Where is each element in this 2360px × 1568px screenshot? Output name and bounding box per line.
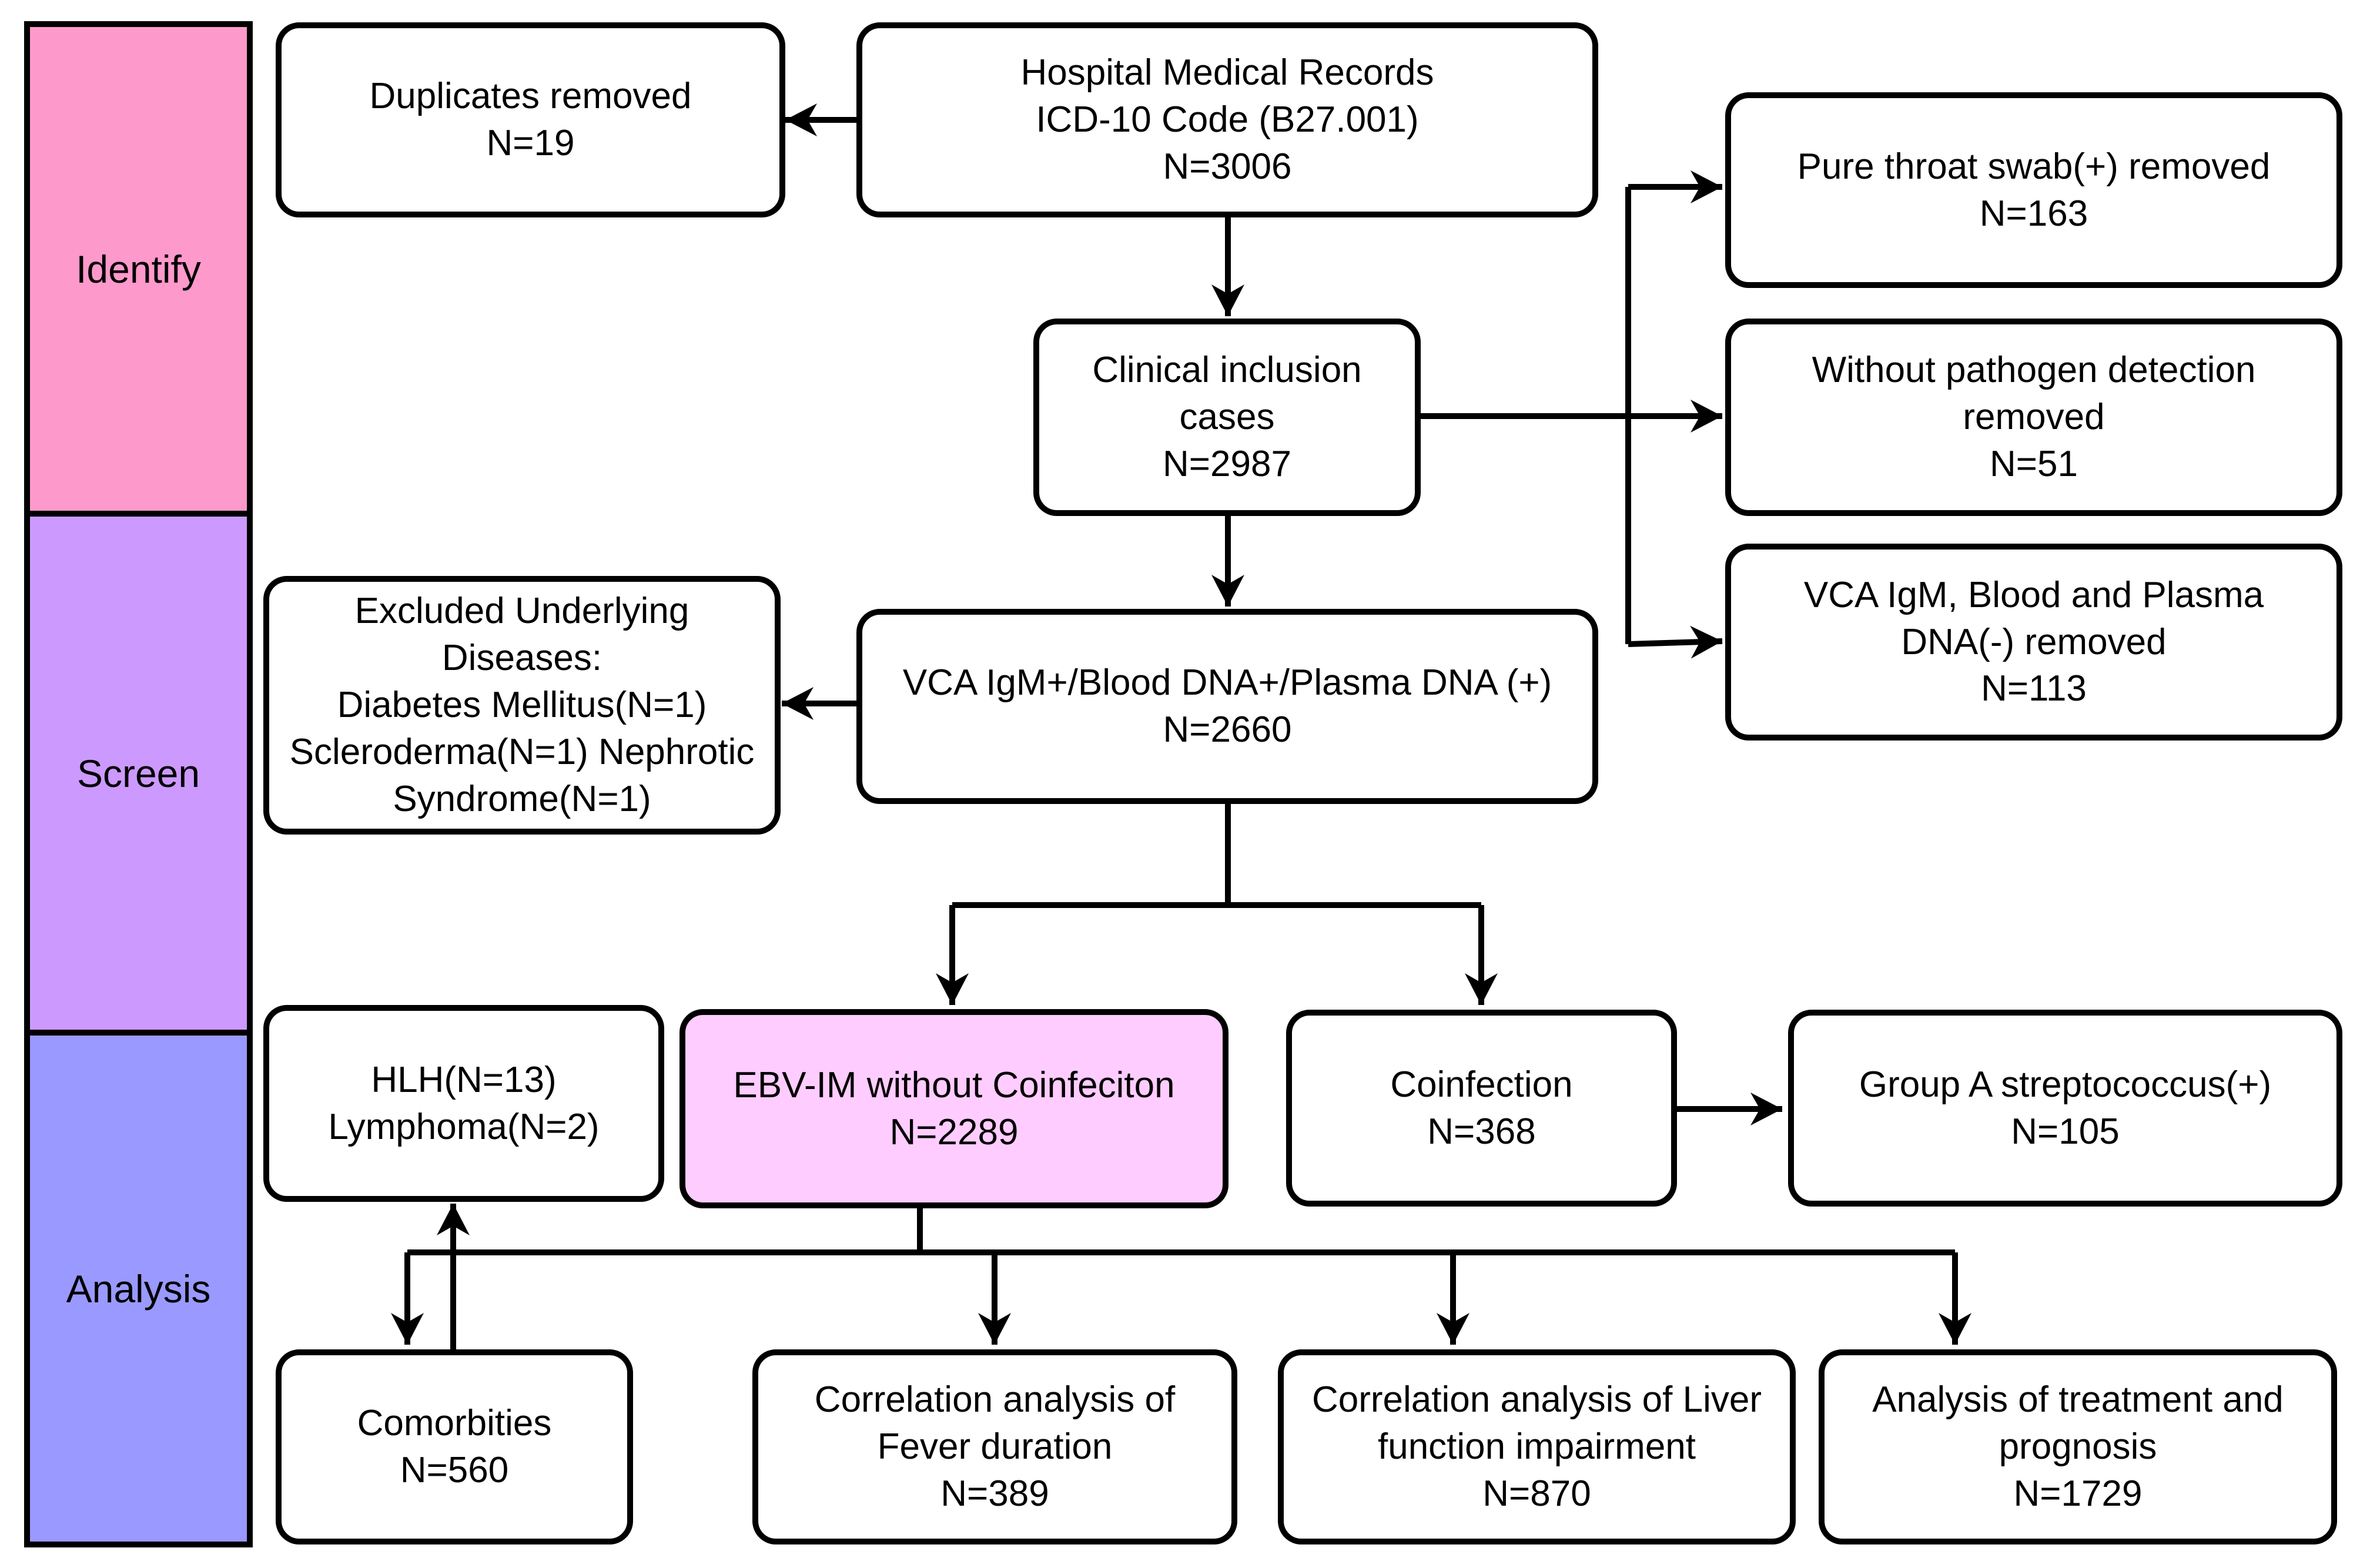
pathogen-line-3: N=51 bbox=[1990, 443, 2078, 484]
hlh-line-1: HLH(N=13) bbox=[371, 1059, 557, 1100]
records-line-2: ICD-10 Code (B27.001) bbox=[1036, 99, 1419, 140]
vca-removed-line-1: VCA IgM, Blood and Plasma bbox=[1803, 574, 2264, 615]
pathogen-line-2: removed bbox=[1963, 397, 2105, 438]
box-vca-positive: VCA IgM+/Blood DNA+/Plasma DNA (+) N=2660 bbox=[856, 609, 1598, 804]
treatment-line-1: Analysis of treatment and bbox=[1872, 1379, 2284, 1420]
phase-analysis-label: Analysis bbox=[66, 1267, 211, 1311]
liver-line-1: Correlation analysis of Liver bbox=[1311, 1379, 1762, 1420]
phase-analysis: Analysis bbox=[24, 1030, 253, 1547]
box-hlh-lymphoma: HLH(N=13) Lymphoma(N=2) bbox=[263, 1005, 664, 1202]
comorbities-line-2: N=560 bbox=[400, 1450, 509, 1490]
box-liver-function: Correlation analysis of Liver function im… bbox=[1278, 1349, 1796, 1544]
liver-line-3: N=870 bbox=[1482, 1473, 1591, 1514]
vca-positive-line-1: VCA IgM+/Blood DNA+/Plasma DNA (+) bbox=[902, 662, 1552, 703]
duplicates-line-1: Duplicates removed bbox=[369, 76, 692, 117]
coinfection-line-2: N=368 bbox=[1427, 1111, 1536, 1152]
records-line-3: N=3006 bbox=[1163, 146, 1292, 187]
duplicates-line-2: N=19 bbox=[486, 123, 575, 163]
vca-removed-line-3: N=113 bbox=[1981, 668, 2087, 709]
liver-line-2: function impairment bbox=[1377, 1426, 1696, 1468]
comorbities-line-1: Comorbities bbox=[357, 1403, 552, 1444]
excluded-line-3: Diabetes Mellitus(N=1) bbox=[337, 685, 707, 726]
excluded-line-4: Scleroderma(N=1) Nephrotic bbox=[289, 731, 755, 772]
excluded-line-2: Diseases: bbox=[441, 638, 602, 679]
fever-line-2: Fever duration bbox=[877, 1426, 1113, 1468]
gas-line-1: Group A streptococcus(+) bbox=[1859, 1064, 2272, 1105]
phase-identify: Identify bbox=[24, 21, 253, 517]
excluded-line-5: Syndrome(N=1) bbox=[393, 778, 651, 819]
fever-line-1: Correlation analysis of bbox=[814, 1379, 1176, 1420]
treatment-line-3: N=1729 bbox=[2013, 1473, 2143, 1514]
excluded-line-1: Excluded Underlying bbox=[354, 591, 689, 632]
ebv-im-line-2: N=2289 bbox=[889, 1111, 1019, 1152]
treatment-line-2: prognosis bbox=[1999, 1426, 2157, 1468]
ebv-im-line-1: EBV-IM without Coinfeciton bbox=[733, 1064, 1175, 1105]
vca-positive-line-2: N=2660 bbox=[1163, 709, 1292, 750]
records-line-1: Hospital Medical Records bbox=[1020, 52, 1434, 93]
gas-line-2: N=105 bbox=[2011, 1111, 2120, 1152]
phase-identify-label: Identify bbox=[76, 247, 201, 291]
pathogen-line-1: Without pathogen detection bbox=[1812, 350, 2256, 391]
phase-screen-label: Screen bbox=[76, 751, 200, 795]
clinical-line-1: Clinical inclusion bbox=[1092, 350, 1362, 391]
throat-line-2: N=163 bbox=[1979, 193, 2088, 234]
clinical-line-3: N=2987 bbox=[1163, 443, 1291, 484]
arrow-branch-to-vca-removed bbox=[1628, 625, 1723, 659]
fever-line-3: N=389 bbox=[940, 1473, 1049, 1514]
clinical-line-2: cases bbox=[1179, 397, 1275, 438]
vca-removed-line-2: DNA(-) removed bbox=[1901, 621, 2167, 662]
throat-line-1: Pure throat swab(+) removed bbox=[1797, 146, 2271, 187]
hlh-line-2: Lymphoma(N=2) bbox=[328, 1106, 600, 1147]
box-group-a-strep: Group A streptococcus(+) N=105 bbox=[1788, 1010, 2342, 1207]
coinfection-line-1: Coinfection bbox=[1390, 1064, 1573, 1105]
